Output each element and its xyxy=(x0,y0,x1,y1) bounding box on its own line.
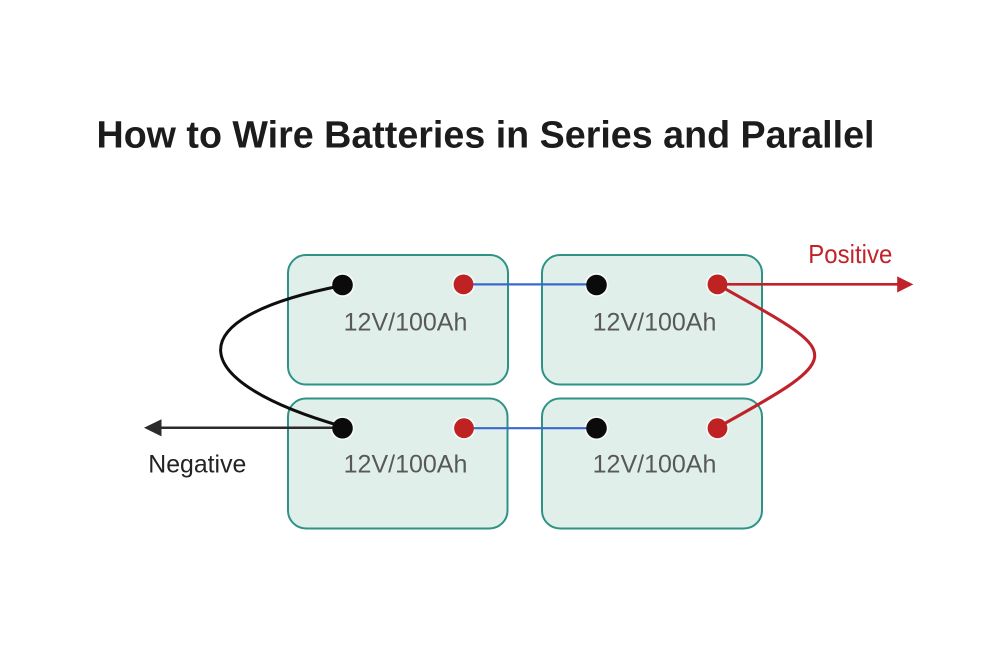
svg-text:Positive: Positive xyxy=(808,239,892,269)
svg-text:12V/100Ah: 12V/100Ah xyxy=(593,451,717,479)
svg-text:Negative: Negative xyxy=(148,450,246,478)
svg-text:12V/100Ah: 12V/100Ah xyxy=(344,309,468,337)
svg-text:How to Wire Batteries in Serie: How to Wire Batteries in Series and Para… xyxy=(97,115,875,157)
svg-text:12V/100Ah: 12V/100Ah xyxy=(593,309,717,337)
svg-text:12V/100Ah: 12V/100Ah xyxy=(344,451,468,479)
